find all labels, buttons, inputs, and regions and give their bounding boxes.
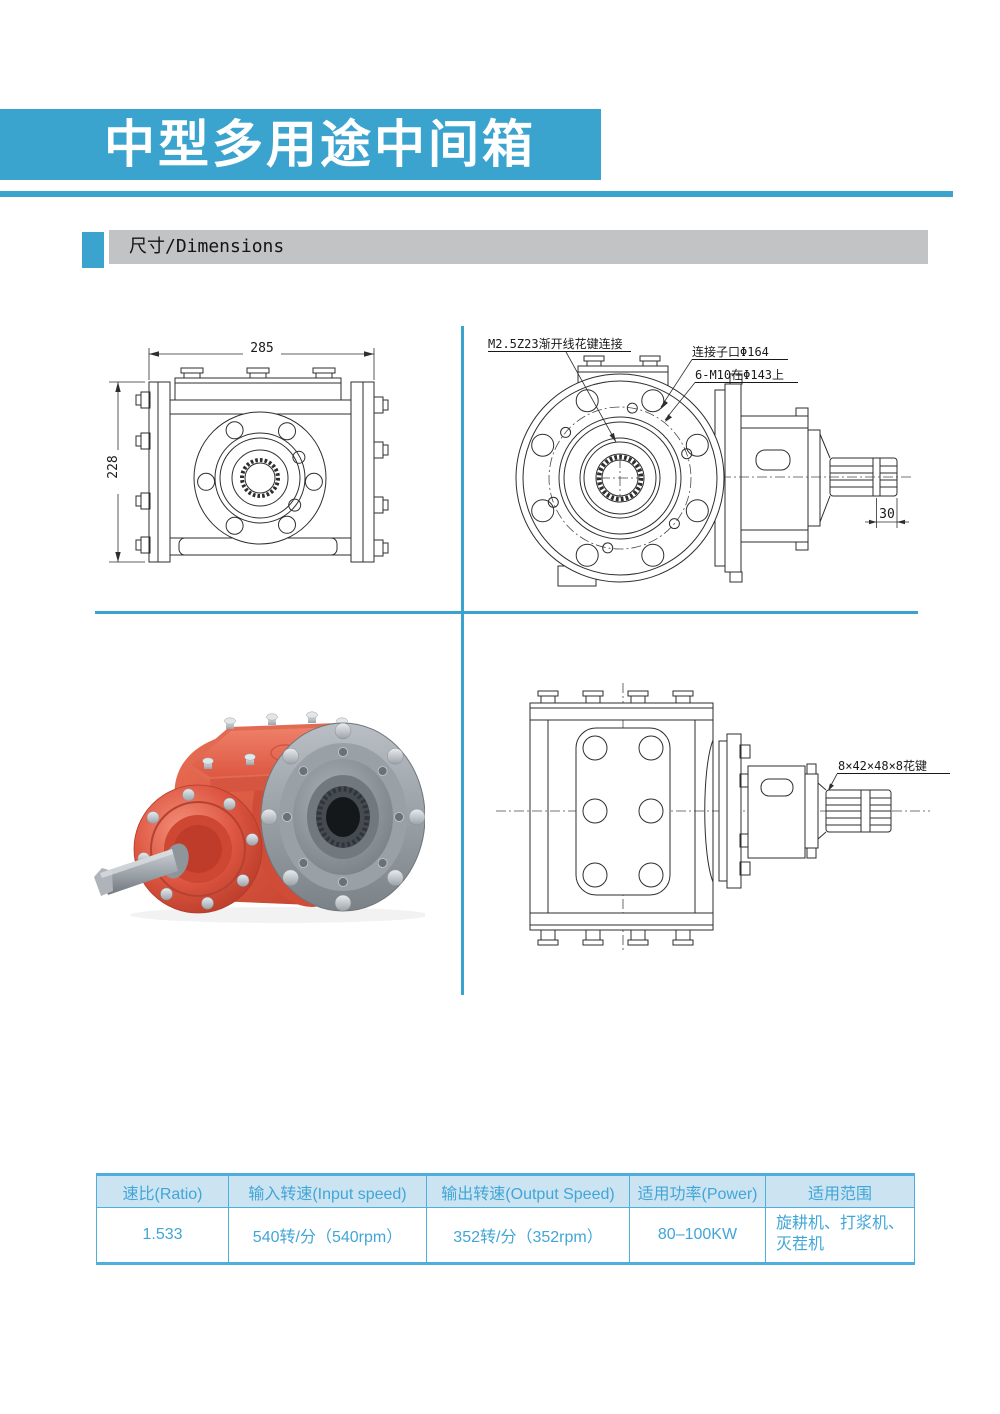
output-spline-annotation: 8×42×48×8花键 <box>838 758 927 773</box>
section-label: 尺寸/Dimensions <box>129 236 285 257</box>
horizontal-divider <box>95 611 918 614</box>
front-view-drawing: 285 228 <box>95 330 405 595</box>
dimension-shaft-end: 30 <box>865 498 909 528</box>
dim-285-label: 285 <box>250 341 273 356</box>
spec-data-row: 1.533 540转/分（540rpm） 352转/分（352rpm） 80–1… <box>96 1207 915 1264</box>
cell-input-speed: 540转/分（540rpm） <box>228 1207 427 1264</box>
front-flange <box>193 411 327 545</box>
cell-power: 80–100KW <box>629 1207 766 1264</box>
cell-output-speed: 352转/分（352rpm） <box>426 1207 630 1264</box>
side-view-svg: 8×42×48×8花键 <box>496 683 950 953</box>
header-input-speed: 输入转速(Input speed) <box>228 1174 427 1208</box>
input-view-drawing: 30 M2.5Z23渐开线花键连接 连接子口Φ164 6-M10在Φ143上 <box>468 330 933 595</box>
cell-application: 旋耕机、打浆机、灭茬机 <box>765 1207 915 1264</box>
callout-connector: 连接子口Φ164 <box>660 344 788 409</box>
dim-228-label: 228 <box>106 455 121 478</box>
output-housing <box>704 733 892 889</box>
flange-stud-nubs <box>135 391 389 557</box>
input-shaft-3d <box>94 843 189 896</box>
page-title: 中型多用途中间箱 <box>104 116 537 173</box>
header-output-speed: 输出转速(Output Speed) <box>426 1174 630 1208</box>
product-photo-svg <box>94 711 430 923</box>
input-view-svg: 30 M2.5Z23渐开线花键连接 连接子口Φ164 6-M10在Φ143上 <box>488 336 913 587</box>
input-flange <box>515 373 725 583</box>
section-accent-square <box>82 232 104 268</box>
spec-header-row: 速比(Ratio) 输入转速(Input speed) 输出转速(Output … <box>96 1174 915 1208</box>
header-ratio: 速比(Ratio) <box>96 1174 229 1208</box>
cover-bolts <box>180 367 336 379</box>
input-housing <box>703 373 913 583</box>
callout-bolt-circle: 6-M10在Φ143上 <box>664 368 798 422</box>
spec-table: 速比(Ratio) 输入转速(Input speed) 输出转速(Output … <box>96 1173 915 1265</box>
dim-30-label: 30 <box>879 507 895 522</box>
header-power: 适用功率(Power) <box>629 1174 766 1208</box>
callout-spline: M2.5Z23渐开线花键连接 <box>488 336 631 443</box>
dimension-width: 285 <box>148 341 375 380</box>
input-spline-annotation: M2.5Z23渐开线花键连接 <box>488 336 623 351</box>
callout-output-spline: 8×42×48×8花键 <box>828 758 950 791</box>
connector-annotation: 连接子口Φ164 <box>692 344 769 359</box>
left-boss <box>133 784 263 914</box>
banner-underline <box>0 191 953 197</box>
front-view-svg: 285 228 <box>106 341 389 563</box>
title-banner: 中型多用途中间箱 <box>0 109 601 180</box>
top-bolts <box>537 690 694 704</box>
header-application: 适用范围 <box>765 1174 915 1208</box>
vertical-divider <box>461 326 464 995</box>
section-header: 尺寸/Dimensions <box>109 230 928 264</box>
cell-ratio: 1.533 <box>96 1207 229 1264</box>
output-flange-3d <box>260 722 426 912</box>
side-view-drawing: 8×42×48×8花键 <box>468 648 953 988</box>
product-photo <box>80 665 430 925</box>
bottom-bolts <box>537 929 694 946</box>
bolt-circle-annotation: 6-M10在Φ143上 <box>695 368 784 382</box>
dimension-height: 228 <box>106 381 145 563</box>
